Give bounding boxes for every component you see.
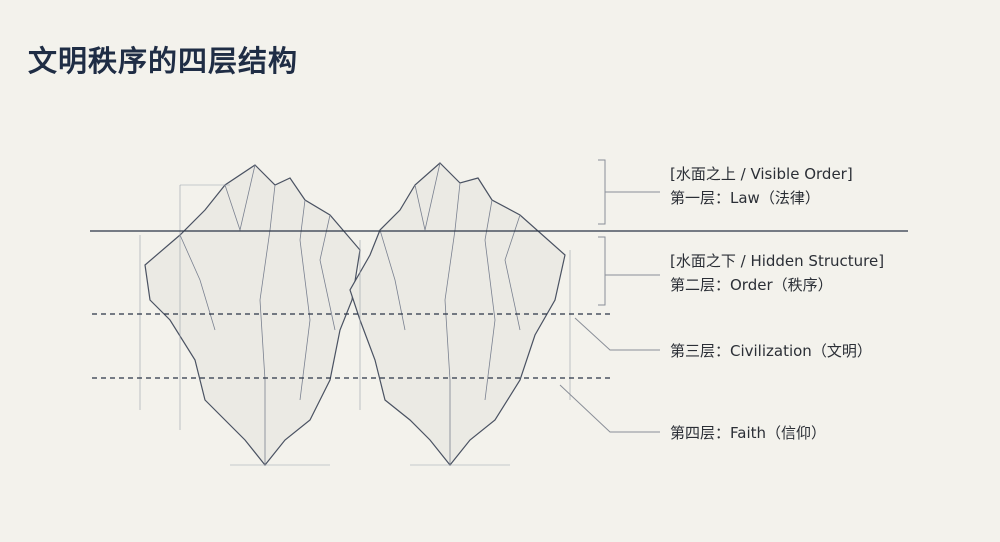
- label-below-water: [水面之下 / Hidden Structure] 第二层：Order（秩序）: [670, 249, 884, 297]
- layer2-label: 第二层：Order（秩序）: [670, 276, 833, 294]
- label-above-water: [水面之上 / Visible Order] 第一层：Law（法律）: [670, 162, 853, 210]
- page-title: 文明秩序的四层结构: [28, 44, 299, 78]
- left-iceberg: [144, 164, 361, 466]
- below-water-heading: [水面之下 / Hidden Structure]: [670, 252, 885, 270]
- brackets: [559, 159, 660, 433]
- above-water-heading: [水面之上 / Visible Order]: [670, 165, 853, 183]
- construction-lines: [139, 184, 571, 466]
- layer1-label: 第一层：Law（法律）: [670, 189, 820, 207]
- layer3-label: 第三层：Civilization（文明）: [670, 342, 872, 360]
- layer4-label: 第四层：Faith（信仰）: [670, 424, 826, 442]
